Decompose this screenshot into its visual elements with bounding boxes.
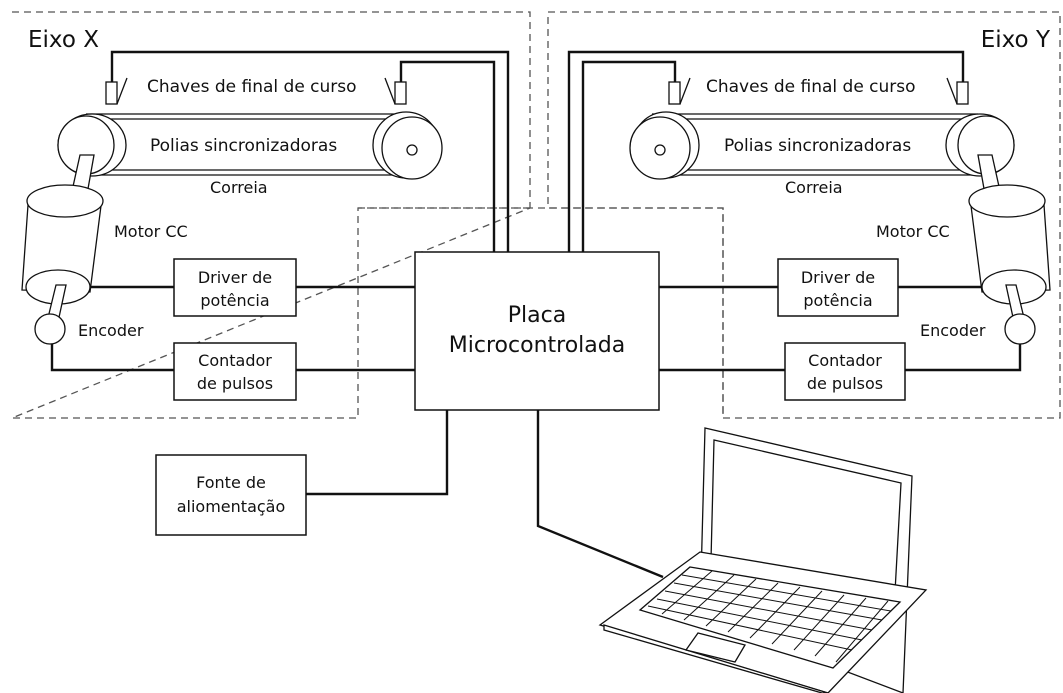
x-belt-pulleys xyxy=(57,111,443,180)
x-switch-right xyxy=(394,81,407,105)
x-counter-label-1: Contador xyxy=(198,351,272,370)
y-switches-label: Chaves de final de curso xyxy=(706,77,916,97)
y-counter-label-1: Contador xyxy=(808,351,882,370)
y-driver-label-2: potência xyxy=(803,291,872,310)
y-motor xyxy=(968,154,1051,345)
x-driver-box xyxy=(173,258,297,317)
x-switches-label: Chaves de final de curso xyxy=(147,77,357,97)
axis-x-title: Eixo X xyxy=(28,27,99,53)
laptop-icon xyxy=(598,427,928,693)
x-switch-wire-right xyxy=(399,60,496,252)
y-counter-label-2: de pulsos xyxy=(807,374,883,393)
power-wire xyxy=(306,410,449,496)
controller-box xyxy=(414,251,660,411)
y-motor-label: Motor CC xyxy=(876,222,950,241)
laptop-wire xyxy=(536,410,664,579)
y-counter-to-encoder xyxy=(905,342,1022,372)
y-switch-wire-left xyxy=(581,60,677,252)
controller-label-2: Microcontrolada xyxy=(449,333,625,358)
y-driver-box xyxy=(777,258,899,317)
controller-region xyxy=(358,207,724,418)
x-driver-label-2: potência xyxy=(200,291,269,310)
y-switch-left xyxy=(668,81,681,105)
y-belt-pulleys xyxy=(629,111,1015,180)
x-motor-label: Motor CC xyxy=(114,222,188,241)
x-limit-switches xyxy=(105,77,407,105)
x-counter-label-2: de pulsos xyxy=(197,374,273,393)
x-encoder-label: Encoder xyxy=(78,321,144,340)
axis-y-title: Eixo Y xyxy=(981,27,1051,53)
y-counter-box xyxy=(784,342,906,401)
power-supply-box xyxy=(155,454,307,536)
y-switch-right xyxy=(956,81,969,105)
power-supply-label-1: Fonte de xyxy=(196,473,266,492)
x-switch-wire-left xyxy=(110,50,510,252)
wires xyxy=(50,50,1022,579)
x-motor xyxy=(21,154,104,345)
y-pulleys-label: Polias sincronizadoras xyxy=(724,136,911,156)
y-belt-label: Correia xyxy=(785,178,843,197)
controller-label-1: Placa xyxy=(508,303,566,328)
x-encoder xyxy=(34,313,66,345)
y-limit-switches xyxy=(668,77,969,105)
x-switch-left xyxy=(105,81,118,105)
y-encoder-label: Encoder xyxy=(920,321,986,340)
x-pulleys-label: Polias sincronizadoras xyxy=(150,136,337,156)
x-belt-label: Correia xyxy=(210,178,268,197)
x-driver-label-1: Driver de xyxy=(198,268,272,287)
y-switch-wire-right xyxy=(567,50,965,252)
axis-y-region xyxy=(547,11,1061,419)
power-supply-label-2: aliomentação xyxy=(177,497,286,516)
y-encoder xyxy=(1004,313,1036,345)
x-encoder-to-counter xyxy=(50,342,174,372)
x-counter-box xyxy=(173,342,297,401)
y-driver-label-1: Driver de xyxy=(801,268,875,287)
laptop-touchpad xyxy=(684,632,746,663)
